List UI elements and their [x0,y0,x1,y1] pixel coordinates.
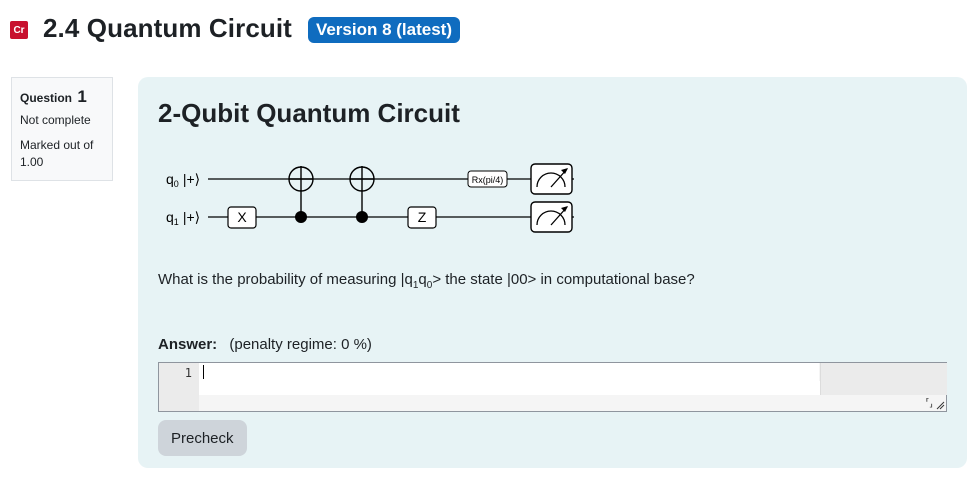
penalty-regime: (penalty regime: 0 %) [229,336,372,353]
svg-text:Rx(pi/4): Rx(pi/4) [472,175,504,185]
measurement-gate-q0 [530,163,573,195]
answer-label: Answer: [158,336,218,353]
line-number-gutter: 1 [159,363,199,411]
precheck-button[interactable]: Precheck [158,420,247,456]
svg-text:X: X [237,209,247,225]
q1-label: q1|+⟩ [166,209,200,227]
page-header: Cr 2.4 Quantum Circuit Version 8 (latest… [10,8,461,48]
question-info: Question 1 Not complete Marked out of 1.… [11,77,113,181]
question-number: 1 [77,87,87,106]
quantum-circuit-diagram: q0|+⟩ q1|+⟩ X Z Rx(pi/4) [166,163,574,233]
cnot-gate-1 [288,166,314,223]
coderunner-icon: Cr [10,21,28,39]
answer-input-line[interactable] [199,363,819,381]
editor-margin [820,363,947,395]
measurement-gate-q1 [530,201,573,233]
text-caret [203,365,204,379]
question-heading: 2-Qubit Quantum Circuit [158,98,460,128]
editor-body[interactable] [199,381,820,395]
question-label: Question [20,91,73,105]
q0-label: q0|+⟩ [166,171,200,189]
resize-handle-icon[interactable] [936,401,945,410]
cnot-gate-2 [349,166,375,223]
z-gate: Z [407,206,437,229]
version-badge: Version 8 (latest) [307,17,461,43]
rx-gate: Rx(pi/4) [467,170,508,188]
question-grade: Marked out of 1.00 [20,138,94,169]
x-gate: X [227,206,257,229]
question-text: What is the probability of measuring |q1… [158,271,695,291]
answer-label-row: Answer: (penalty regime: 0 %) [158,336,372,353]
expand-icon[interactable]: ⸢⸥ [925,397,933,409]
answer-editor[interactable]: 1 ⸢⸥ [158,362,947,412]
page-title: 2.4 Quantum Circuit [43,12,292,43]
question-state: Not complete [20,113,91,127]
question-content: 2-Qubit Quantum Circuit q0|+⟩ q1|+⟩ X [138,77,967,468]
svg-text:Z: Z [418,209,427,225]
